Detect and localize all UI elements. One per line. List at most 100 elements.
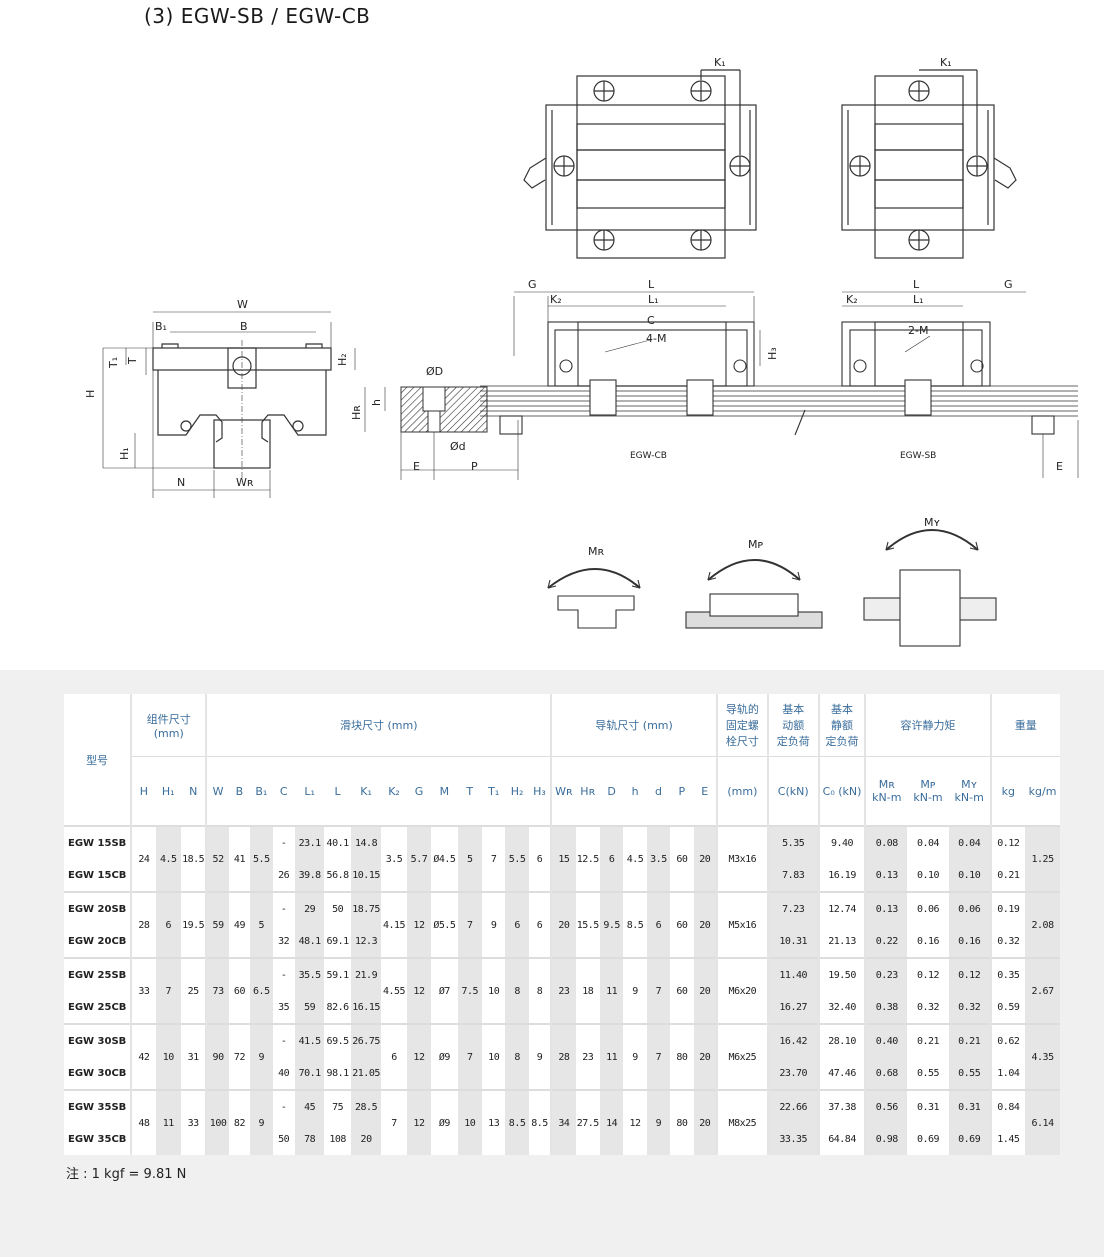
cell-dynamic: 16.42 bbox=[766, 1023, 819, 1057]
column-header: d bbox=[646, 756, 671, 827]
cell-t1: 7 bbox=[482, 825, 506, 892]
cell-bolt: M6x20 bbox=[715, 957, 768, 1024]
cell-mr: 0.13 bbox=[864, 859, 908, 892]
cell-block-kg: 0.59 bbox=[989, 991, 1026, 1024]
column-header: N bbox=[180, 756, 207, 827]
cell-k2: 6 bbox=[381, 1023, 407, 1090]
model-cell: EGW 35SB bbox=[64, 1089, 132, 1123]
label-mp: Mᴘ bbox=[748, 538, 763, 551]
cell-l1: 59 bbox=[294, 991, 325, 1024]
cell-p: 60 bbox=[670, 957, 694, 1024]
cell-e: 20 bbox=[693, 891, 717, 958]
cell-c: - bbox=[272, 891, 295, 925]
label-hr: Hʀ bbox=[350, 405, 363, 420]
cell-mp: 0.31 bbox=[907, 1089, 949, 1123]
cell-e: 20 bbox=[693, 1089, 717, 1155]
cell-b1: 9 bbox=[250, 1023, 273, 1090]
label-k2-cb: K₂ bbox=[550, 293, 562, 306]
column-header: C₀ (kN) bbox=[817, 756, 866, 827]
cell-d-small: 9 bbox=[646, 1089, 671, 1155]
label-mr: Mʀ bbox=[588, 545, 604, 558]
cell-h1: 7 bbox=[155, 957, 181, 1024]
cell-dynamic: 10.31 bbox=[766, 925, 819, 958]
cell-my: 0.06 bbox=[948, 891, 991, 925]
model-cell: EGW 30SB bbox=[64, 1023, 132, 1057]
cell-t: 7.5 bbox=[457, 957, 482, 1024]
technical-drawings: K₁ K₁ W B bbox=[0, 30, 1104, 670]
cell-k1: 16.15 bbox=[350, 991, 382, 1024]
column-header: Mᴘ kN-m bbox=[907, 756, 949, 827]
label-l-cb: L bbox=[648, 278, 655, 291]
column-header: K₁ bbox=[350, 756, 382, 827]
cell-k1: 26.75 bbox=[350, 1023, 382, 1057]
cell-h2: 8.5 bbox=[505, 1089, 529, 1155]
cell-m: Ø9 bbox=[431, 1089, 458, 1155]
cell-l1: 41.5 bbox=[294, 1023, 325, 1057]
cell-static: 19.50 bbox=[817, 957, 866, 991]
cell-rail-kg: 4.35 bbox=[1025, 1023, 1060, 1090]
cell-b: 72 bbox=[228, 1023, 251, 1090]
spec-table: 型号 组件尺寸 (mm) 滑块尺寸 (mm) 导轨尺寸 (mm) 导轨的 固定螺… bbox=[64, 694, 1060, 1155]
label-wr: Wʀ bbox=[236, 476, 254, 489]
cell-h-small: 8.5 bbox=[623, 891, 647, 958]
cell-d-small: 7 bbox=[646, 1023, 671, 1090]
column-header: P bbox=[670, 756, 694, 827]
cell-static: 21.13 bbox=[817, 925, 866, 958]
cell-mr: 0.08 bbox=[864, 825, 908, 859]
cell-d-small: 3.5 bbox=[646, 825, 671, 892]
cell-h: 28 bbox=[130, 891, 156, 958]
cell-hr: 18 bbox=[575, 957, 600, 1024]
model-cell: EGW 20CB bbox=[68, 935, 127, 947]
cell-t: 7 bbox=[457, 1023, 482, 1090]
cell-c: 50 bbox=[278, 1133, 290, 1145]
column-header: T₁ bbox=[482, 756, 506, 827]
cell-k2: 7 bbox=[381, 1089, 407, 1155]
column-header: T bbox=[457, 756, 482, 827]
column-header: h bbox=[623, 756, 647, 827]
cell-mp: 0.32 bbox=[916, 1001, 940, 1013]
label-b: B bbox=[240, 320, 248, 333]
cell-hr: 12.5 bbox=[575, 825, 600, 892]
header-block: 滑块尺寸 (mm) bbox=[205, 694, 552, 757]
cell-block-kg: 1.04 bbox=[989, 1057, 1026, 1090]
column-header: H₂ bbox=[505, 756, 529, 827]
cell-dynamic: 33.35 bbox=[766, 1123, 819, 1155]
top-view-cb bbox=[523, 69, 757, 259]
cell-k1: 21.05 bbox=[350, 1057, 382, 1090]
cell-l1: 23.1 bbox=[294, 825, 325, 859]
label-e-right: E bbox=[1056, 460, 1063, 473]
column-header: H₃ bbox=[528, 756, 552, 827]
label-k2-sb: K₂ bbox=[846, 293, 858, 306]
cell-mp: 0.06 bbox=[907, 891, 949, 925]
cell-l: 108 bbox=[329, 1133, 346, 1145]
cell-h-small: 9 bbox=[623, 1023, 647, 1090]
cell-c: - bbox=[272, 1023, 295, 1057]
cell-block-kg: 0.35 bbox=[989, 957, 1026, 991]
header-model: 型号 bbox=[64, 694, 132, 827]
cell-l: 50 bbox=[324, 891, 351, 925]
cell-k2: 4.55 bbox=[381, 957, 407, 1024]
cell-h3: 6 bbox=[528, 891, 552, 958]
label-h1: H₁ bbox=[118, 447, 131, 460]
cell-static: 9.40 bbox=[817, 825, 866, 859]
cell-n: 31 bbox=[180, 1023, 207, 1090]
cell-g: 12 bbox=[406, 1089, 432, 1155]
side-view bbox=[480, 291, 1079, 478]
cell-d-big: 6 bbox=[599, 825, 624, 892]
cell-my: 0.04 bbox=[948, 825, 991, 859]
column-header: M bbox=[431, 756, 458, 827]
label-my: Mʏ bbox=[924, 516, 940, 529]
cell-h: 24 bbox=[130, 825, 156, 892]
cell-h-small: 9 bbox=[623, 957, 647, 1024]
cell-b1: 6.5 bbox=[250, 957, 273, 1024]
cell-block-kg: 0.84 bbox=[989, 1089, 1026, 1123]
cell-mp: 0.55 bbox=[916, 1067, 940, 1079]
cell-l: 98.1 bbox=[326, 1067, 350, 1079]
cell-mr: 0.68 bbox=[864, 1057, 908, 1090]
cell-l: 69.5 bbox=[324, 1023, 351, 1057]
cell-p: 80 bbox=[670, 1089, 694, 1155]
cell-static: 37.38 bbox=[817, 1089, 866, 1123]
